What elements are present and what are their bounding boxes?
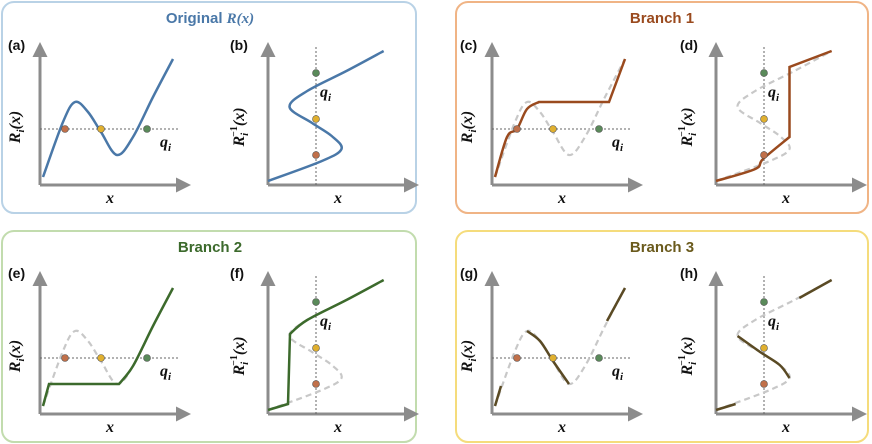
- subplot-label-b: (b): [230, 37, 248, 53]
- plot-d-dot-mid: [760, 115, 768, 123]
- plot-b-dot-low: [312, 151, 320, 159]
- plot-h-branch-seg-1: [715, 402, 736, 412]
- plot-g-dot-left: [513, 354, 521, 362]
- plot-e-y-label: Ri(x): [7, 340, 27, 373]
- plot-b-curve: [267, 49, 385, 183]
- plot-c-dot-right: [595, 125, 603, 133]
- plot-a-q-label: qi: [160, 134, 172, 154]
- plot-g-dot-right: [595, 354, 603, 362]
- subplot-label-d: (d): [680, 37, 698, 53]
- subplot-label-g: (g): [460, 265, 478, 281]
- plot-f-dot-high: [312, 298, 320, 306]
- panel-box-original: [1, 1, 417, 214]
- plot-b-x-label: x: [333, 190, 342, 207]
- plot-f-q-label: qi: [320, 313, 332, 333]
- plot-e-x-label: x: [105, 419, 114, 436]
- plot-h-dot-low: [760, 380, 768, 388]
- plot-e-q-label: qi: [160, 363, 172, 383]
- plot-b-dot-mid: [312, 115, 320, 123]
- plot-f-dot-mid: [312, 344, 320, 352]
- plot-e-dot-left: [61, 354, 69, 362]
- subplot-label-f: (f): [230, 265, 244, 281]
- plot-a-dot-right: [143, 125, 151, 133]
- plot-b-q-label: qi: [320, 84, 332, 104]
- plot-h-dot-mid: [760, 344, 768, 352]
- plot-d-y-label: Ri−1(x): [677, 107, 699, 147]
- plot-a-dot-mid: [97, 125, 105, 133]
- plot-d-q-label: qi: [768, 84, 780, 104]
- plot-b-y-label: Ri−1(x): [229, 107, 251, 147]
- plot-e-branch-curve: [41, 287, 175, 407]
- plot-f-x-label: x: [333, 419, 342, 436]
- plot-c-q-label: qi: [612, 134, 624, 154]
- plot-e-dot-mid: [97, 354, 105, 362]
- plot-c-x-label: x: [557, 190, 566, 207]
- plot-g-branch-seg-2: [526, 329, 571, 385]
- plot-g-x-label: x: [557, 419, 566, 436]
- plot-a-dot-left: [61, 125, 69, 133]
- plot-f-dot-low: [312, 380, 320, 388]
- plot-d-curve-dashed: [715, 50, 833, 183]
- plot-h-y-label: Ri−1(x): [677, 336, 699, 376]
- panel-title-original: Original R(x): [166, 10, 254, 27]
- plot-b-dot-high: [312, 69, 320, 77]
- plot-g-branch-seg-1: [493, 385, 503, 407]
- plot-a-y-label: Ri(x): [7, 111, 27, 144]
- subplot-label-c: (c): [460, 37, 477, 53]
- plot-d-dot-low: [760, 151, 768, 159]
- plot-h-dot-high: [760, 298, 768, 306]
- panel-title-branch1: Branch 1: [630, 10, 694, 27]
- plot-c-dot-left: [513, 125, 521, 133]
- panel-box-branch2: [1, 230, 417, 443]
- plot-e-dot-right: [143, 354, 151, 362]
- plot-h-branch-seg-2: [736, 334, 791, 379]
- plot-c-dot-mid: [549, 125, 557, 133]
- plot-h-q-label: qi: [768, 313, 780, 333]
- plot-f-branch-curve: [267, 278, 385, 412]
- plot-g-dot-mid: [549, 354, 557, 362]
- plot-g-branch-seg-3: [605, 287, 627, 322]
- plot-g-y-label: Ri(x): [459, 340, 479, 373]
- panel-title-branch2: Branch 2: [178, 239, 242, 256]
- plots-layer: xRi(x)qixRi−1(x)qixRi(x)qixRi−1(x)qixRi(…: [7, 42, 867, 436]
- plot-a-x-label: x: [105, 190, 114, 207]
- plot-h-branch-seg-3: [798, 278, 833, 300]
- plot-g-q-label: qi: [612, 363, 624, 383]
- panel-title-branch3: Branch 3: [630, 239, 694, 256]
- plot-d-dot-high: [760, 69, 768, 77]
- plot-h-x-label: x: [781, 419, 790, 436]
- subplot-label-e: (e): [8, 265, 25, 281]
- plot-c-y-label: Ri(x): [459, 111, 479, 144]
- plot-f-y-label: Ri−1(x): [229, 336, 251, 376]
- plot-d-branch-curve: [715, 49, 833, 183]
- plot-d-x-label: x: [781, 190, 790, 207]
- panel-box-branch1: [455, 1, 869, 214]
- subplot-label-h: (h): [680, 265, 698, 281]
- subplot-label-a: (a): [8, 37, 25, 53]
- panel-box-branch3: [455, 230, 869, 443]
